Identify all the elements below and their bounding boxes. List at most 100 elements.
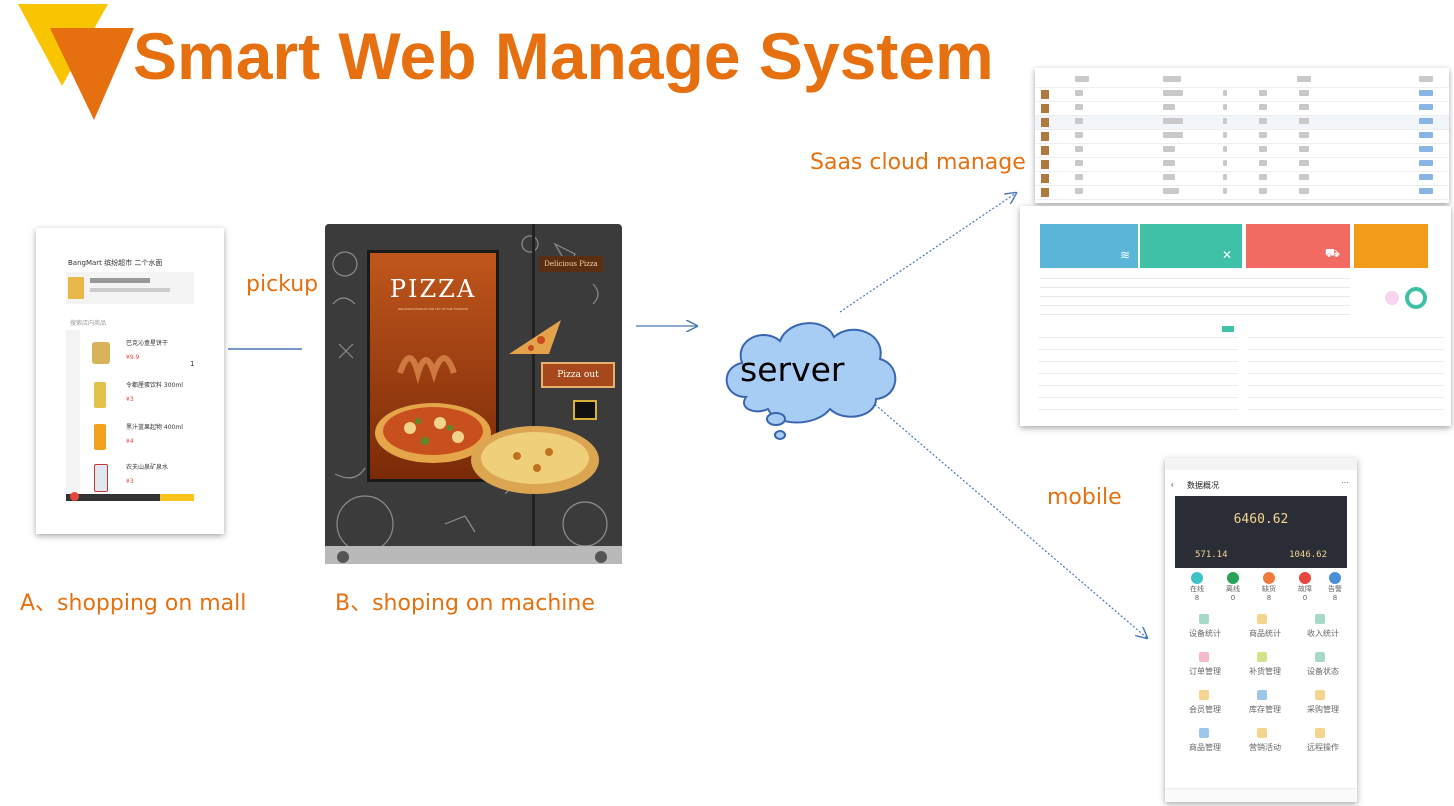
orders-table-right: [1248, 326, 1444, 410]
menu-icon: [1315, 614, 1325, 624]
stat-item[interactable]: 故障 0: [1291, 572, 1319, 602]
menu-item[interactable]: 库存管理: [1249, 705, 1281, 714]
mobile-app-screenshot: ‹ 数据概况 ··· 6460.62 571.14 1046.62 在线 8 离…: [1165, 458, 1357, 802]
menu-item[interactable]: 会员管理: [1189, 705, 1221, 714]
mobile-summary-panel: 6460.62 571.14 1046.62: [1175, 496, 1347, 568]
pizza-slice-image: [509, 320, 561, 354]
mobile-statusbar: [1165, 458, 1357, 470]
page-title: Smart Web Manage System: [133, 19, 994, 93]
server-saas-arrow: [839, 193, 1016, 313]
menu-icon: [1315, 652, 1325, 662]
mall-shop-banner: [66, 272, 194, 304]
saas-dashboard-screenshot: ≋ ✕ ⛟: [1020, 206, 1451, 426]
vending-machine: PIZZA DELICIOUS PIZZA IN THE TRY OF THE …: [325, 224, 622, 564]
mobile-menu-grid: 设备统计 商品统计 收入统计 订单管理 补货管理 设备状态 会员管理 库存管理 …: [1165, 608, 1357, 788]
product-image: [92, 342, 110, 364]
status-icon: [1227, 572, 1239, 584]
tag-badge: [1222, 326, 1234, 332]
stat-card-2: ✕: [1140, 224, 1242, 268]
product-image: [94, 424, 106, 450]
total-amount: 6460.62: [1233, 512, 1289, 527]
menu-item[interactable]: 远程操作: [1307, 743, 1339, 752]
saas-label: Saas cloud manage: [810, 150, 1026, 175]
table-row[interactable]: [1035, 102, 1449, 116]
stat-item[interactable]: 离线 0: [1219, 572, 1247, 602]
table-row[interactable]: [1035, 186, 1449, 200]
wifi-icon: ≋: [1119, 248, 1130, 262]
menu-icon: [1257, 690, 1267, 700]
menu-icon: [1315, 728, 1325, 738]
mobile-tabbar: [1165, 788, 1357, 802]
menu-item[interactable]: 订单管理: [1189, 667, 1221, 676]
table-row[interactable]: [1035, 130, 1449, 144]
table-row[interactable]: [1035, 144, 1449, 158]
stat-card-4: [1354, 224, 1428, 268]
wheel-right: [595, 551, 607, 563]
table-row[interactable]: [1035, 116, 1449, 130]
menu-item[interactable]: 设备统计: [1189, 629, 1221, 638]
server-label: server: [740, 350, 845, 389]
menu-item[interactable]: 商品统计: [1249, 629, 1281, 638]
stat-card-1: ≋: [1040, 224, 1138, 268]
menu-icon: [1315, 690, 1325, 700]
status-icon: [1329, 572, 1341, 584]
menu-item[interactable]: 设备状态: [1307, 667, 1339, 676]
menu-icon: [1199, 728, 1209, 738]
donut-chart: [1385, 287, 1427, 309]
stat-item[interactable]: 缺货 8: [1255, 572, 1283, 602]
mall-search-input[interactable]: 搜索店内商品: [70, 320, 107, 327]
list-item[interactable]: 令都厘蛋饮料 300ml ¥3: [86, 378, 196, 414]
server-mobile-arrow: [871, 401, 1147, 638]
shopping-mall-label: A、shopping on mall: [20, 591, 247, 616]
menu-icon: [1257, 652, 1267, 662]
status-icon: [1191, 572, 1203, 584]
saas-table-screenshot: [1035, 68, 1449, 203]
machine-screen: PIZZA DELICIOUS PIZZA IN THE TRY OF THE …: [367, 250, 499, 482]
table-row[interactable]: [1035, 158, 1449, 172]
stat-card-3: ⛟: [1246, 224, 1350, 268]
back-icon[interactable]: ‹: [1171, 480, 1174, 489]
tools-icon: ✕: [1221, 248, 1232, 262]
menu-icon: [1257, 728, 1267, 738]
mall-app-screenshot: BangMart 缤纷超市 二个水面 搜索店内商品 巴克沁盒星饼干 ¥9.9 1…: [36, 228, 224, 534]
list-item[interactable]: 黑汁蓝果起物 400ml ¥4: [86, 420, 196, 456]
pizza-bottom-image: [471, 426, 599, 494]
logo-icon: [18, 4, 134, 120]
table-row[interactable]: [1035, 88, 1449, 102]
product-image: [94, 382, 106, 408]
amount-left: 571.14: [1195, 550, 1228, 560]
machine-door-divider: [532, 224, 535, 546]
stat-item[interactable]: 告警 8: [1321, 572, 1349, 602]
logo-orange-triangle: [50, 28, 134, 120]
list-item[interactable]: 巴克沁盒星饼干 ¥9.9 1: [86, 336, 196, 372]
more-icon[interactable]: ···: [1341, 478, 1349, 487]
table-row[interactable]: [1035, 172, 1449, 186]
screen-title: PIZZA: [389, 275, 477, 303]
shopping-machine-label: B、shoping on machine: [335, 591, 595, 616]
product-image: [94, 464, 108, 492]
stat-item[interactable]: 在线 8: [1183, 572, 1211, 602]
pizza-out-button[interactable]: Pizza out: [541, 362, 615, 388]
menu-item[interactable]: 补货管理: [1249, 667, 1281, 676]
shop-logo: [68, 277, 84, 299]
menu-item[interactable]: 采购管理: [1307, 705, 1339, 714]
menu-item[interactable]: 营销活动: [1249, 743, 1281, 752]
orders-table-left: [1038, 326, 1238, 410]
mobile-label: mobile: [1047, 485, 1122, 510]
status-icon: [1263, 572, 1275, 584]
mall-brand: BangMart 缤纷超市 二个水面: [68, 259, 163, 267]
menu-item[interactable]: 收入统计: [1307, 629, 1339, 638]
menu-icon: [1199, 652, 1209, 662]
menu-item[interactable]: 商品管理: [1189, 743, 1221, 752]
cloud-icon: [725, 322, 897, 440]
payment-panel: [573, 400, 597, 420]
pizza-image: [375, 355, 491, 463]
machine-base: [325, 546, 622, 564]
pickup-label: pickup: [246, 272, 319, 297]
menu-icon: [1199, 690, 1209, 700]
mall-cart-bar[interactable]: [66, 492, 194, 501]
dashboard-summary-table: [1040, 270, 1350, 316]
list-item[interactable]: 农夫山泉矿泉水 ¥3: [86, 460, 196, 496]
mobile-header-title: 数据概况: [1187, 481, 1219, 490]
